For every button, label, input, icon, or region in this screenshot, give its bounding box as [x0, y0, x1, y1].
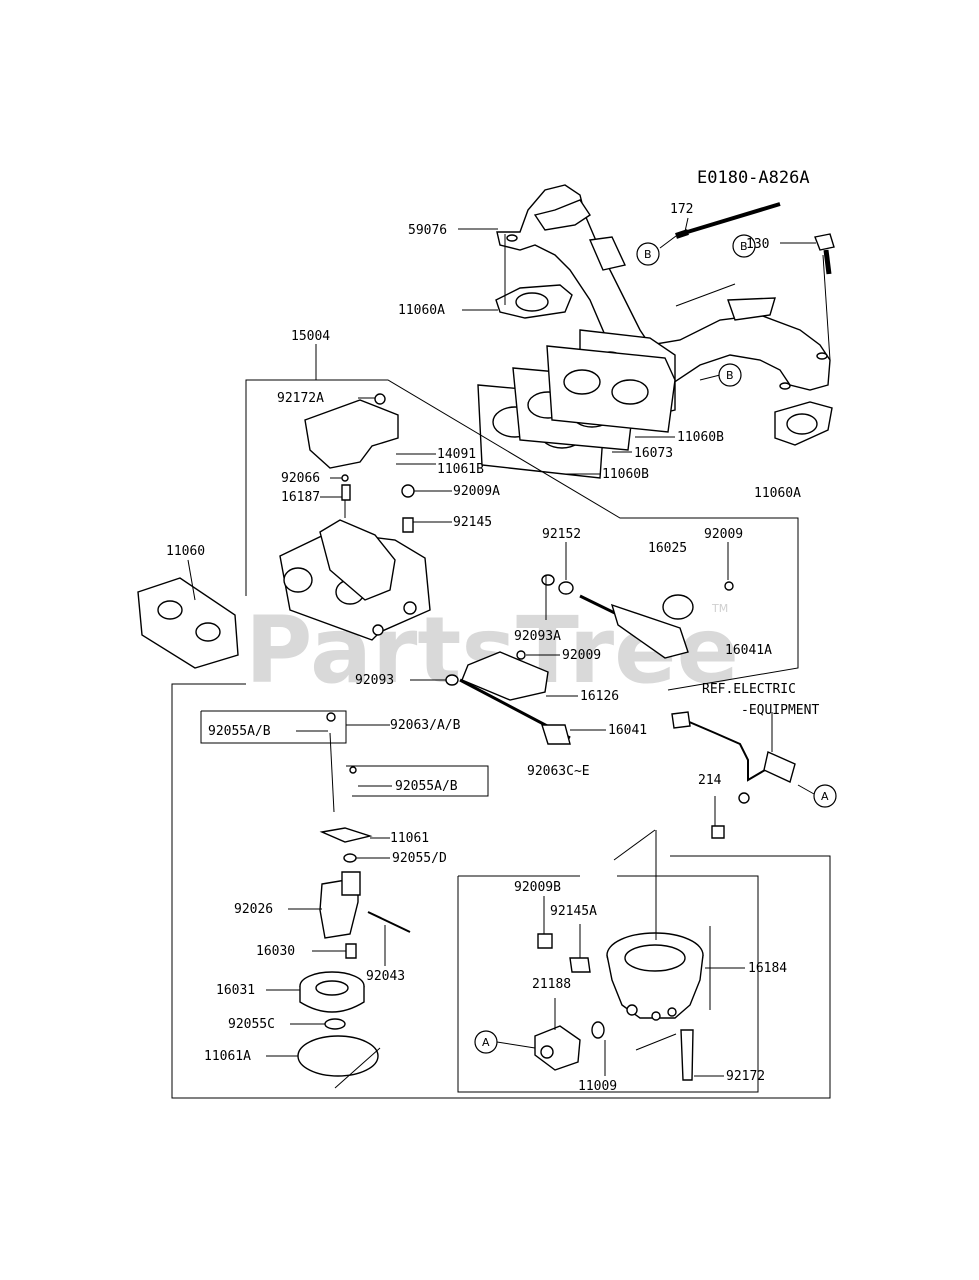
label-11060a-top: 11060A [398, 303, 445, 318]
label-130: 130 [746, 237, 769, 252]
screw-92009a [401, 484, 415, 498]
label-ref-electric: REF.ELECTRIC [702, 682, 796, 697]
label-92009-top: 92009 [704, 527, 743, 542]
ref-b-3: B [718, 363, 742, 387]
screw-92009-mid [516, 650, 526, 660]
label-92055a-b-1: 92055A/B [208, 724, 271, 739]
part-92066 [341, 474, 349, 482]
label-92055-d: 92055/D [392, 851, 447, 866]
label-16041: 16041 [608, 723, 647, 738]
label-16073: 16073 [634, 446, 673, 461]
label-11061: 11061 [390, 831, 429, 846]
oring-92055c [324, 1018, 346, 1030]
gasket-stack [477, 345, 676, 479]
label-equipment: -EQUIPMENT [741, 703, 819, 718]
solenoid-box [457, 875, 759, 1093]
label-92093: 92093 [355, 673, 394, 688]
ref-b-2: B [732, 234, 756, 258]
label-16126: 16126 [580, 689, 619, 704]
label-92063-a-b: 92063/A/B [390, 718, 461, 733]
label-21188: 21188 [532, 977, 571, 992]
svg-text:A: A [821, 790, 829, 803]
label-16184: 16184 [748, 961, 787, 976]
label-14091: 14091 [437, 447, 476, 462]
label-11060b-1: 11060B [677, 430, 724, 445]
label-16025: 16025 [648, 541, 687, 556]
svg-text:B: B [644, 248, 652, 261]
label-214: 214 [698, 773, 722, 788]
spring-92145 [402, 517, 414, 533]
label-92009b: 92009B [514, 880, 561, 895]
screw-92172a [374, 393, 386, 405]
screw-92009-top [724, 581, 734, 591]
label-92026: 92026 [234, 902, 273, 917]
spring-92145a [569, 957, 591, 973]
throttle-shaft-16041a [579, 594, 689, 659]
label-92145a: 92145A [550, 904, 597, 919]
gasket-11061 [319, 827, 373, 843]
bowl-housing-16184 [606, 932, 704, 1021]
ref-a-2: A [474, 1030, 498, 1054]
label-92172a: 92172A [277, 391, 324, 406]
diagram-code: E0180-A826A [697, 168, 810, 188]
oring-11009 [591, 1021, 605, 1039]
label-11009: 11009 [578, 1079, 617, 1094]
label-92063c-e: 92063C~E [527, 764, 590, 779]
oring-92055d [343, 853, 357, 863]
label-92009-mid: 92009 [562, 648, 601, 663]
ref-b-1: B [636, 242, 660, 266]
solenoid-21188 [534, 1025, 581, 1071]
label-11061a: 11061A [204, 1049, 251, 1064]
svg-text:B: B [726, 369, 734, 382]
label-11060b-2: 11060B [602, 467, 649, 482]
label-92145: 92145 [453, 515, 492, 530]
stud-172 [683, 202, 781, 235]
cover-14091 [304, 399, 399, 469]
spring-16187 [341, 484, 351, 501]
gasket-11060 [137, 577, 239, 669]
gasket-11061a [297, 1035, 379, 1077]
bushing-92152 [558, 581, 574, 595]
label-92055c: 92055C [228, 1017, 275, 1032]
seal-92093a [541, 574, 555, 586]
label-92172: 92172 [726, 1069, 765, 1084]
pin-92043 [367, 911, 411, 933]
screw-214 [711, 825, 725, 839]
watermark-trademark: TM [711, 602, 728, 615]
label-92066: 92066 [281, 471, 320, 486]
carburetor-frame [171, 344, 831, 1099]
needle-16030 [345, 943, 357, 959]
label-11060: 11060 [166, 544, 205, 559]
svg-text:B: B [740, 240, 748, 253]
label-16041a: 16041A [725, 643, 772, 658]
label-92093a: 92093A [514, 629, 561, 644]
screw-92009b [537, 933, 553, 949]
ref-a-1: A [813, 784, 837, 808]
choke-shaft-16041 [459, 678, 571, 745]
label-92152: 92152 [542, 527, 581, 542]
jet-92055a-b-2 [349, 766, 357, 774]
label-59076: 59076 [408, 223, 447, 238]
label-92055a-b-2: 92055A/B [395, 779, 458, 794]
label-16031: 16031 [216, 983, 255, 998]
label-11061b: 11061B [437, 462, 484, 477]
screw-92172 [680, 1029, 694, 1081]
float-92026 [319, 871, 361, 939]
label-92009a: 92009A [453, 484, 500, 499]
jet-92055a-b-1 [326, 712, 336, 722]
label-92043: 92043 [366, 969, 405, 984]
carburetor-body [279, 500, 431, 641]
label-15004: 15004 [291, 329, 330, 344]
wire-harness [671, 711, 796, 804]
label-16187: 16187 [281, 490, 320, 505]
seal-92093 [445, 674, 459, 686]
bolt-130 [814, 233, 835, 275]
throttle-plate-16025 [662, 594, 694, 620]
svg-text:A: A [482, 1036, 490, 1049]
label-172: 172 [670, 202, 693, 217]
label-11060a-right: 11060A [754, 486, 801, 501]
bowl-16031 [299, 971, 365, 1013]
label-16030: 16030 [256, 944, 295, 959]
